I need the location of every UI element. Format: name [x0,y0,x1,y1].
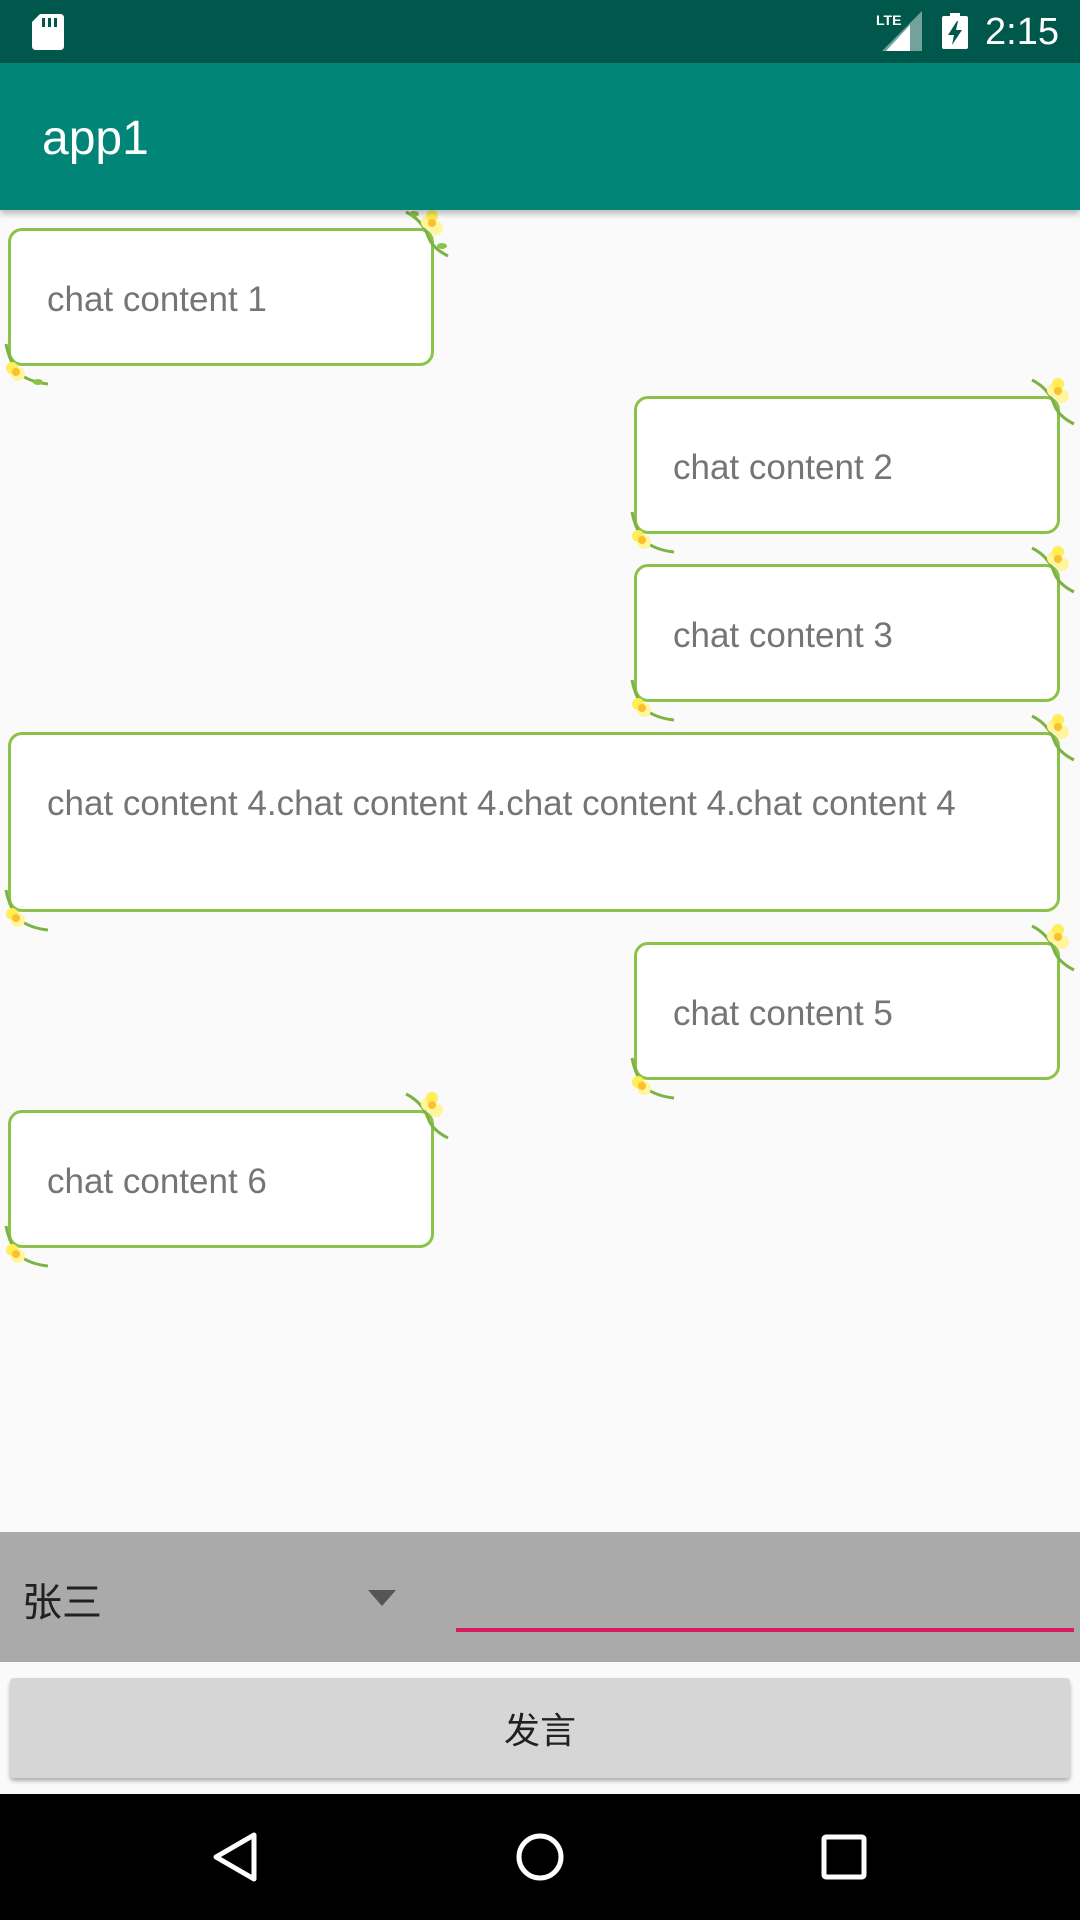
flower-icon [1031,546,1075,594]
navigation-bar [0,1794,1080,1920]
flower-icon [405,1092,449,1140]
speaker-selected-value: 张三 [22,1580,102,1626]
flower-icon [630,1057,675,1100]
chat-bubble-3[interactable]: chat content 3 [634,564,1060,702]
chat-message-text: chat content 6 [47,1162,267,1201]
speaker-spinner[interactable]: 张三 [0,1532,420,1662]
flower-icon [1031,714,1075,762]
sd-card-icon [32,14,64,50]
input-bar: 张三 [0,1532,1080,1662]
flower-icon [4,1225,49,1268]
chat-message-text: chat content 4.chat content 4.chat conte… [47,784,956,823]
message-input[interactable] [456,1560,1074,1632]
lte-signal-icon: LTE [876,11,922,51]
app-bar: app1 [0,63,1080,210]
chat-list[interactable]: chat content 1 chat content 2 chat conte… [0,210,1080,1532]
svg-text:LTE: LTE [876,12,901,28]
speak-button[interactable]: 发言 [10,1678,1070,1778]
flower-icon [1031,924,1075,972]
back-icon[interactable] [210,1831,262,1883]
status-time: 2:15 [985,11,1059,53]
flower-icon [1031,378,1075,426]
flower-icon [4,889,49,932]
flower-icon [630,679,675,722]
recents-icon[interactable] [818,1831,870,1883]
chat-bubble-2[interactable]: chat content 2 [634,396,1060,534]
flower-icon [4,343,49,386]
chat-bubble-4[interactable]: chat content 4.chat content 4.chat conte… [8,732,1060,912]
chat-bubble-1[interactable]: chat content 1 [8,228,434,366]
dropdown-arrow-icon [368,1590,396,1606]
chat-message-text: chat content 1 [47,280,267,319]
battery-charging-icon [942,13,968,49]
app-title: app1 [42,112,149,165]
chat-message-text: chat content 3 [673,616,893,655]
chat-bubble-6[interactable]: chat content 6 [8,1110,434,1248]
home-icon[interactable] [514,1831,566,1883]
status-bar: LTE 2:15 [0,0,1080,63]
chat-message-text: chat content 5 [673,994,893,1033]
flower-icon [405,210,449,258]
chat-message-text: chat content 2 [673,448,893,487]
flower-icon [630,511,675,554]
chat-bubble-5[interactable]: chat content 5 [634,942,1060,1080]
